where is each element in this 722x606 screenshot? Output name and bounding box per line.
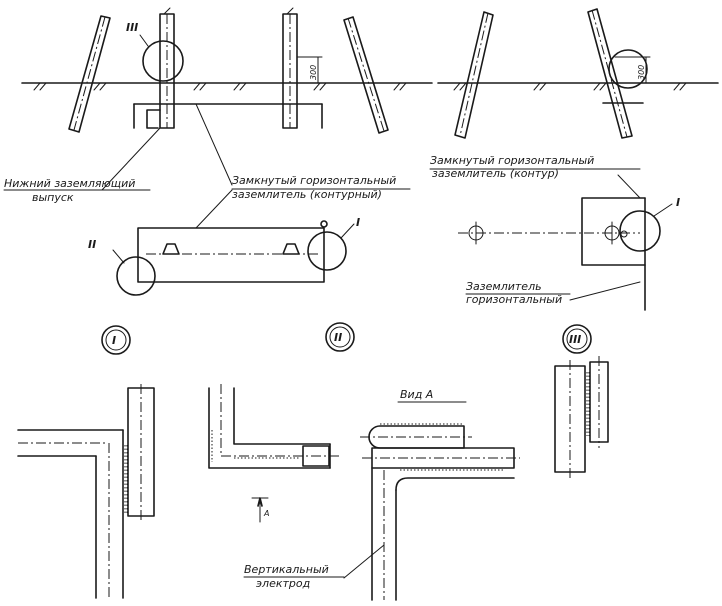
inclined-electrode-left (68, 15, 111, 133)
horizontal-contour-top (133, 103, 323, 129)
depth-label-right: 300 (637, 65, 646, 80)
callout-circle-one-right (619, 203, 673, 252)
label-closed-contour-right: Замкнутый горизонтальный заземлитель (ко… (429, 154, 641, 180)
svg-text:электрод: электрод (256, 577, 310, 590)
svg-text:Заземлитель: Заземлитель (466, 280, 542, 293)
callout-label-one-plan: I (356, 216, 360, 229)
detail-label-two: II (334, 331, 342, 344)
detail-marker-three (562, 324, 592, 354)
depth-dimension-left (296, 56, 323, 84)
svg-text:горизонтальный: горизонтальный (466, 293, 562, 306)
contour-plan-view (137, 220, 328, 283)
leader-horizontal-electrode (569, 281, 641, 301)
depth-label-left: 300 (309, 65, 318, 80)
callout-label-one-right: I (676, 196, 680, 209)
detail-two-drawing (208, 384, 340, 523)
depth-dimension-right (614, 56, 651, 84)
leader-vertical-electrode (343, 544, 385, 579)
detail-label-three: III (569, 333, 581, 346)
svg-text:выпуск: выпуск (32, 191, 74, 204)
leader-contour-plan (195, 189, 233, 229)
view-a-drawing (360, 423, 520, 601)
arrow-a-label: А (263, 509, 269, 518)
view-a-title: Вид А (397, 388, 467, 403)
svg-text:Вертикальный: Вертикальный (244, 563, 329, 576)
svg-text:Замкнутый горизонтальный: Замкнутый горизонтальный (430, 154, 594, 167)
callout-label-three: III (126, 21, 138, 34)
svg-text:заземлитель (контурный): заземлитель (контурный) (232, 188, 382, 201)
svg-text:Замкнутый горизонтальный: Замкнутый горизонтальный (232, 174, 396, 187)
callout-label-two-plan: II (88, 238, 96, 251)
detail-label-one: I (112, 334, 116, 347)
label-vertical-electrode: Вертикальный электрод (243, 563, 345, 590)
leader-contour-right (617, 174, 641, 199)
detail-three-drawing (554, 356, 609, 478)
vertical-electrode-with-outlet (146, 7, 175, 129)
inclined-electrode-right (343, 16, 389, 134)
inclined-electrode-right-1 (454, 11, 494, 139)
inclined-electrode-right-2 (587, 8, 644, 139)
label-closed-contour: Замкнутый горизонтальный заземлитель (ко… (231, 174, 411, 201)
leader-contour-top (195, 103, 233, 186)
detail-one-drawing (17, 384, 155, 599)
callout-circle-three (139, 34, 184, 82)
detail-marker-one (101, 325, 131, 355)
leader-bottom-outlet (101, 127, 161, 191)
label-horizontal-electrode: Заземлитель горизонтальный (465, 280, 571, 306)
callout-circle-right-top (608, 49, 648, 89)
vertical-electrode-middle (282, 7, 298, 129)
svg-text:Нижний заземляющий: Нижний заземляющий (4, 177, 135, 190)
callout-circle-two-plan (112, 249, 156, 296)
label-bottom-outlet: Нижний заземляющий выпуск (3, 177, 151, 204)
svg-text:Вид А: Вид А (400, 388, 433, 401)
detail-marker-two (325, 322, 355, 352)
svg-text:заземлитель (контур): заземлитель (контур) (432, 167, 559, 180)
ground-surface-right (437, 82, 719, 91)
callout-circle-one-plan (307, 223, 355, 271)
contour-detail-right (458, 197, 646, 311)
